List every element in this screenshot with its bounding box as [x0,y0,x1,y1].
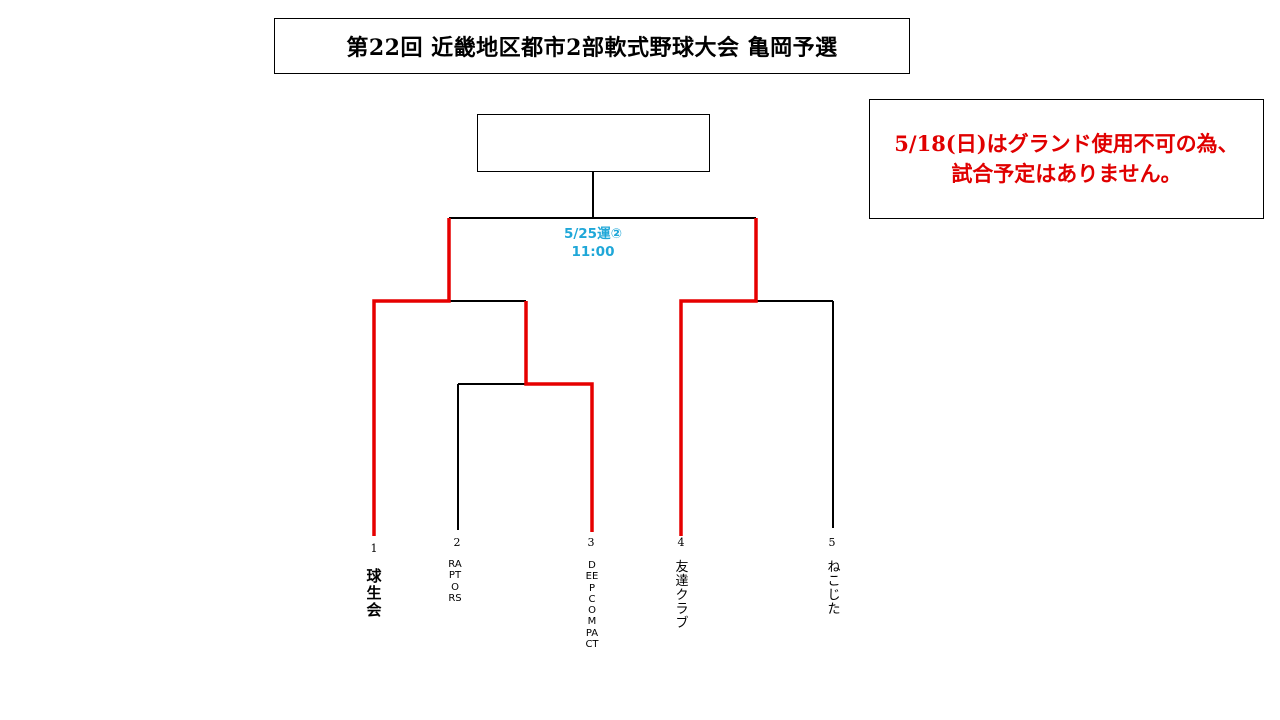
team-4-advance-line [679,218,758,536]
team-name-2: RAPTORS [448,559,462,604]
team-3-advance-line [524,301,594,532]
seed-1: 1 [370,542,378,555]
champion-box [477,114,710,172]
bracket-lines-red [372,218,758,536]
team-name-4: 友達クラブ [675,560,689,631]
bracket-lines-black [449,172,834,530]
final-match-date: 5/25運② [563,226,623,242]
seed-3: 3 [587,536,595,549]
notice-box: 5/18(日)はグランド使用不可の為、 試合予定はありません。 [869,99,1264,219]
notice-line-2: 試合予定はありません。 [951,161,1182,186]
tournament-title: 第22回 近畿地区都市2部軟式野球大会 亀岡予選 [274,18,910,74]
final-match-time: 11:00 [571,244,615,260]
team-name-1: 球生会 [366,567,382,619]
seed-4: 4 [677,536,685,549]
final-match-info: 5/25運② 11:00 [540,225,646,261]
team-name-5: ねこじた [827,560,841,617]
seed-5: 5 [828,536,836,549]
notice-line-1: 5/18(日)はグランド使用不可の為、 [894,131,1239,156]
seed-2: 2 [453,536,461,549]
team-name-3: DEEP COMPACT [585,560,599,651]
team-1-advance-line [372,218,451,536]
